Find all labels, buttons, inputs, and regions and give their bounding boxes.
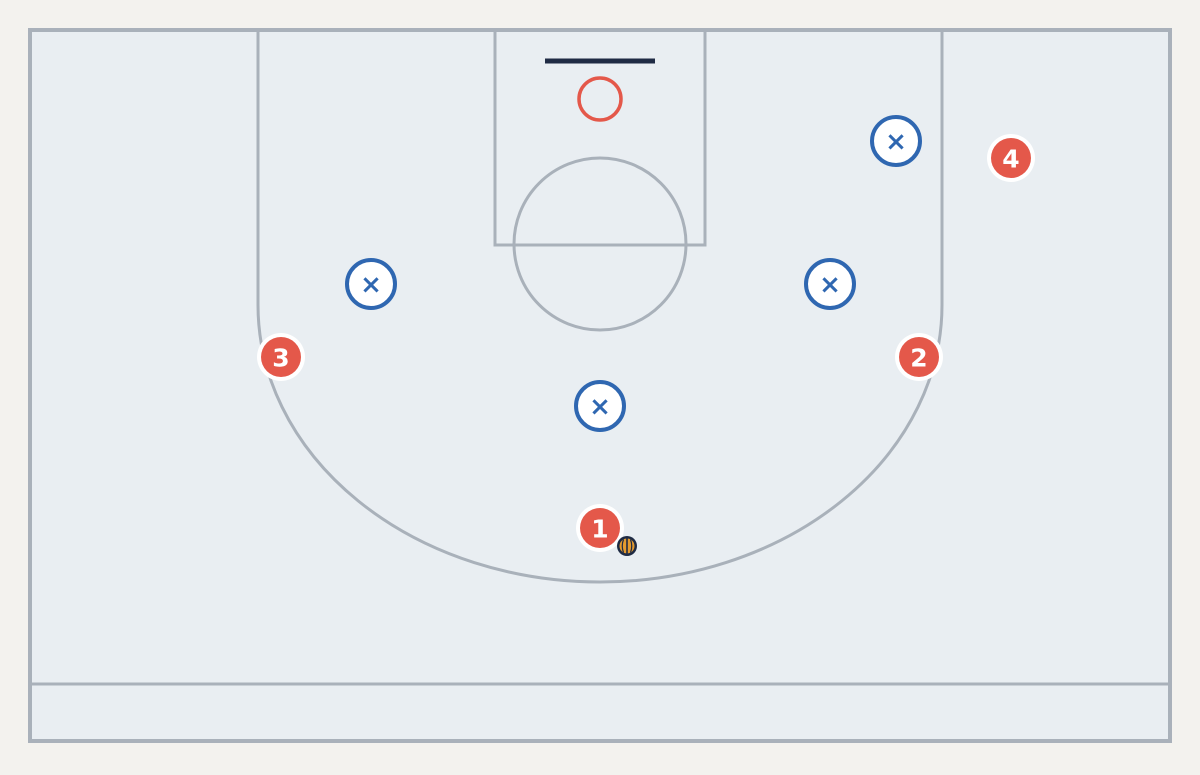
offense-player-number: 3 — [272, 344, 289, 373]
basketball-icon[interactable] — [617, 536, 637, 556]
offense-player-2[interactable]: 2 — [895, 333, 943, 381]
offense-player-3[interactable]: 3 — [257, 333, 305, 381]
defender-mark: × — [589, 392, 611, 422]
defender-right-corner[interactable]: × — [870, 115, 922, 167]
offense-player-number: 2 — [910, 344, 927, 373]
defender-left-wing[interactable]: × — [345, 258, 397, 310]
offense-player-number: 1 — [591, 515, 608, 544]
defender-mark: × — [360, 270, 382, 300]
defender-top[interactable]: × — [574, 380, 626, 432]
offense-player-1[interactable]: 1 — [576, 504, 624, 552]
three-point-line — [256, 30, 944, 584]
offense-player-number: 4 — [1002, 145, 1019, 174]
rim — [577, 76, 623, 122]
defender-right-wing[interactable]: × — [804, 258, 856, 310]
paint — [493, 28, 707, 247]
free-throw-circle — [512, 156, 688, 332]
defender-mark: × — [819, 270, 841, 300]
offense-player-4[interactable]: 4 — [987, 134, 1035, 182]
defender-mark: × — [885, 127, 907, 157]
